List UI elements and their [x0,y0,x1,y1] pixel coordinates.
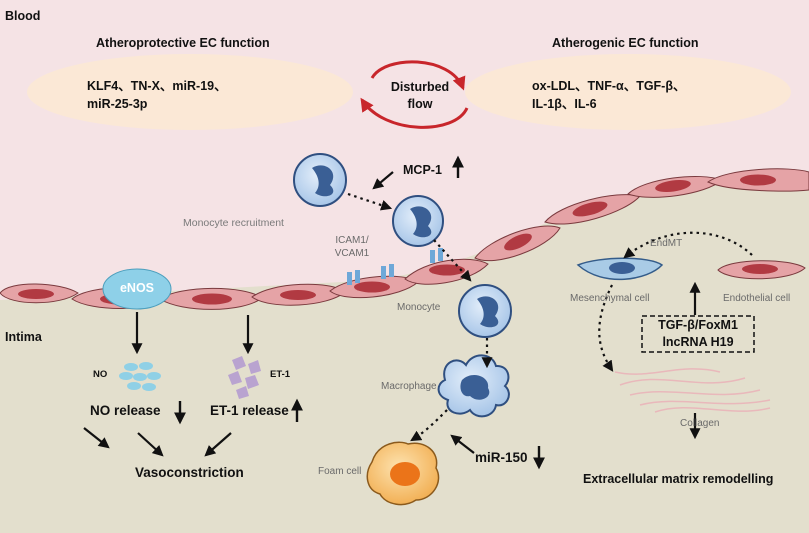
flow-arrow-upper [370,60,466,91]
no-molecules [119,362,161,391]
disturbed-flow-line1: Disturbed [390,80,450,94]
mir150-label: miR-150 [475,450,528,465]
atheroprotective-title: Atheroprotective EC function [96,36,270,50]
intima-label: Intima [5,330,42,344]
mesenchymal-cell-label: Mesenchymal cell [570,293,650,304]
migration-arrows [347,192,753,442]
collagen-fibers [614,368,771,413]
no-molecule-label: NO [93,369,108,380]
atherogenic-title: Atherogenic EC function [552,36,699,50]
atheroprotective-line1: KLF4、TN-X、miR-19、 [87,79,227,93]
monocyte-1 [293,153,347,207]
lncrna-h19-label: lncRNA H19 [662,335,734,349]
atherogenic-ellipse [465,54,791,130]
collagen-label: Collagen [680,418,720,429]
endothelial-cell-shape [717,260,806,280]
flow-arrow-lower [360,97,469,129]
macrophage-label: Macrophage [381,381,437,392]
enos-label: eNOS [119,281,155,295]
atheroprotective-line2: miR-25-3p [87,97,148,111]
trend-arrows [174,155,545,470]
tgf-foxm1-label: TGF-β/FoxM1 [658,318,738,332]
mesenchymal-cell-shape [576,257,664,281]
et1-molecules [228,356,261,399]
vcam1-label: VCAM1 [334,248,370,259]
atherogenic-line1: ox-LDL、TNF-α、TGF-β、 [532,79,686,93]
monocyte-recruitment-label: Monocyte recruitment [183,217,284,229]
monocyte-label: Monocyte [397,302,441,313]
et1-release-label: ET-1 release [210,403,289,418]
adhesion-molecules [347,248,443,285]
endmt-label: EndMT [650,238,683,249]
foam-cell-label: Foam cell [318,466,362,477]
mcp1-label: MCP-1 [403,163,442,177]
macrophage-shape [437,354,510,418]
et1-molecule-label: ET-1 [270,369,291,380]
atheroprotective-ellipse [27,54,353,130]
no-release-label: NO release [90,403,161,418]
disturbed-flow-line2: flow [407,97,433,111]
foam-cell-shape [366,441,440,506]
monocyte-2 [392,195,444,247]
blood-label: Blood [5,9,41,23]
monocyte-3 [458,284,512,338]
pathway-arrows [83,171,701,457]
atherogenic-line2: IL-1β、IL-6 [532,97,597,111]
regulators-box [641,315,755,353]
vasoconstriction-label: Vasoconstriction [135,465,244,480]
ecm-remodelling-label: Extracellular matrix remodelling [583,472,774,486]
endothelial-cell-label: Endothelial cell [723,293,791,304]
enos-shape [102,268,172,310]
icam1-label: ICAM1/ [335,235,369,246]
endothelial-layer [0,168,809,310]
